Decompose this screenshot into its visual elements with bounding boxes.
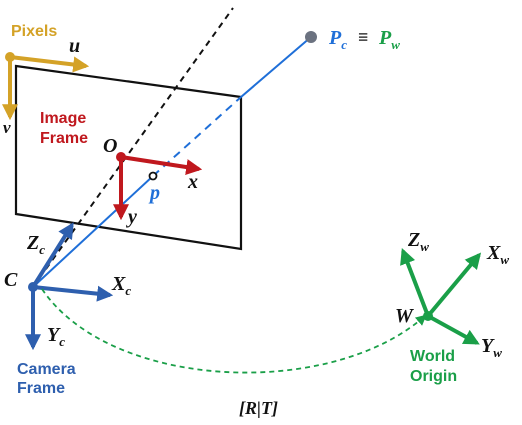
camera-origin-label: C <box>4 269 18 291</box>
pw-label: Pw <box>378 27 400 52</box>
world-x-label: Xw <box>486 242 509 267</box>
optical-axis <box>32 7 234 288</box>
transform-arc <box>41 288 427 374</box>
camera-frame-title: Camera Frame <box>17 361 80 397</box>
ray-camera-to-p <box>32 175 154 288</box>
camera-z-axis <box>31 222 74 289</box>
world-z-label: Zw <box>407 229 429 254</box>
image-x-label: x <box>187 171 198 193</box>
ray-to-point <box>240 36 312 98</box>
transform-label: [R|T] <box>239 398 278 418</box>
world-y-label: Yw <box>481 335 502 360</box>
image-origin-label: O <box>103 135 117 157</box>
image-x-axis <box>120 155 203 175</box>
camera-z-label: Zc <box>26 232 45 257</box>
pixels-title: Pixels <box>11 23 57 40</box>
camera-x-axis <box>32 285 114 302</box>
pixel-origin-dot <box>5 52 15 62</box>
world-y-axis <box>427 314 480 345</box>
pixel-u-label: u <box>69 35 80 57</box>
image-origin-dot <box>116 152 126 162</box>
image-frame-title: Image Frame <box>40 110 91 147</box>
world-origin-label: W <box>395 305 414 327</box>
world-origin-title: World Origin <box>410 348 459 385</box>
camera-y-label: Yc <box>47 324 65 349</box>
projection-label: p <box>148 182 160 204</box>
camera-x-label: Xc <box>111 273 131 298</box>
world-origin-dot <box>423 311 433 321</box>
world-z-axis <box>400 248 430 317</box>
image-y-label: y <box>126 206 137 228</box>
point-p-marker <box>305 31 317 43</box>
equiv-symbol: ≡ <box>358 27 368 47</box>
projection-point <box>148 171 158 181</box>
pixel-v-label: v <box>3 118 11 137</box>
world-x-axis <box>426 252 482 318</box>
pc-label: Pc <box>328 27 347 52</box>
pixel-u-axis <box>9 55 90 73</box>
camera-origin-dot <box>28 282 38 292</box>
image-plane <box>14 64 243 251</box>
